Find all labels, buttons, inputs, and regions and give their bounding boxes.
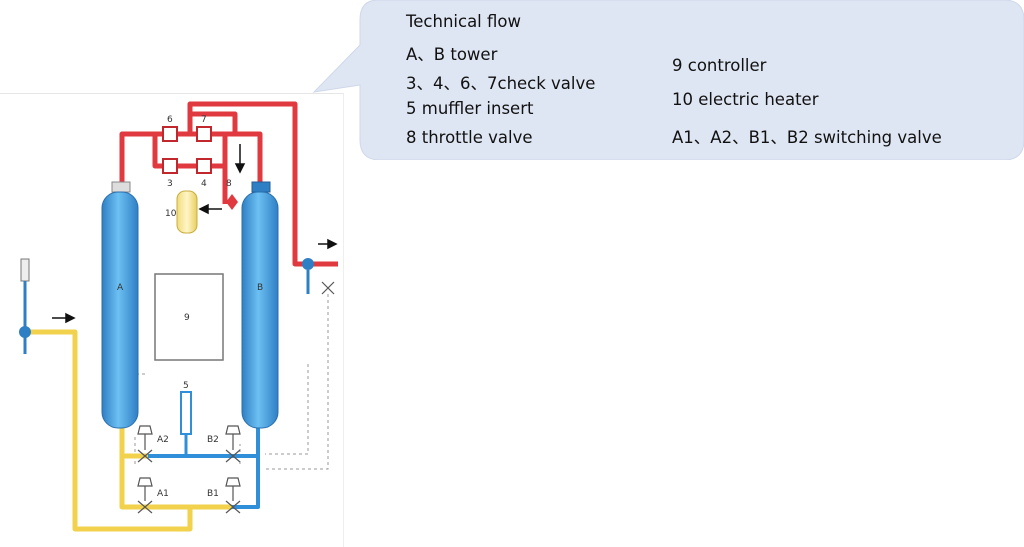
tower-b: B xyxy=(241,181,279,429)
legend-item-towers: A、B tower xyxy=(406,45,498,64)
wet-air-pipe xyxy=(22,329,232,532)
switching-valves xyxy=(137,425,241,514)
check-valve-3-label: 3 xyxy=(167,179,173,189)
throttle-valve xyxy=(226,194,238,210)
callout-shape xyxy=(312,0,1024,160)
controller-box xyxy=(154,273,224,361)
legend-title: Technical flow xyxy=(406,12,521,31)
outlet-valve xyxy=(302,258,335,295)
legend-item-heater: 10 electric heater xyxy=(672,90,819,109)
check-valve-4-label: 4 xyxy=(201,179,207,189)
check-valve-7-label: 7 xyxy=(201,115,207,125)
diagram-svg: 6 7 3 4 8 A B 10 xyxy=(19,101,338,532)
legend-item-throttle: 8 throttle valve xyxy=(406,128,533,147)
legend-item-check-valve: 3、4、6、7check valve xyxy=(406,74,596,93)
tower-b-label: B xyxy=(257,283,263,293)
tower-a-label: A xyxy=(117,283,124,293)
muffler-label: 5 xyxy=(183,381,189,391)
process-diagram: 6 7 3 4 8 A B 10 xyxy=(0,93,344,547)
electric-heater xyxy=(176,190,198,234)
controller-label: 9 xyxy=(184,313,190,323)
legend-item-switching-valve: A1、A2、B1、B2 switching valve xyxy=(672,128,942,147)
valve-b1-label: B1 xyxy=(207,489,219,499)
legend-item-muffler: 5 muffler insert xyxy=(406,99,534,118)
legend-item-controller: 9 controller xyxy=(672,56,767,75)
throttle-label: 8 xyxy=(226,179,232,189)
valve-b2-label: B2 xyxy=(207,435,219,445)
heater-label: 10 xyxy=(165,209,177,219)
muffler xyxy=(180,391,192,435)
valve-a2-label: A2 xyxy=(157,435,169,445)
check-valves: 6 7 3 4 xyxy=(162,115,212,189)
legend-callout xyxy=(300,0,1024,160)
inlet-gauge xyxy=(19,258,31,354)
check-valve-6-label: 6 xyxy=(167,115,173,125)
tower-a: A xyxy=(101,181,139,429)
valve-a1-label: A1 xyxy=(157,489,169,499)
